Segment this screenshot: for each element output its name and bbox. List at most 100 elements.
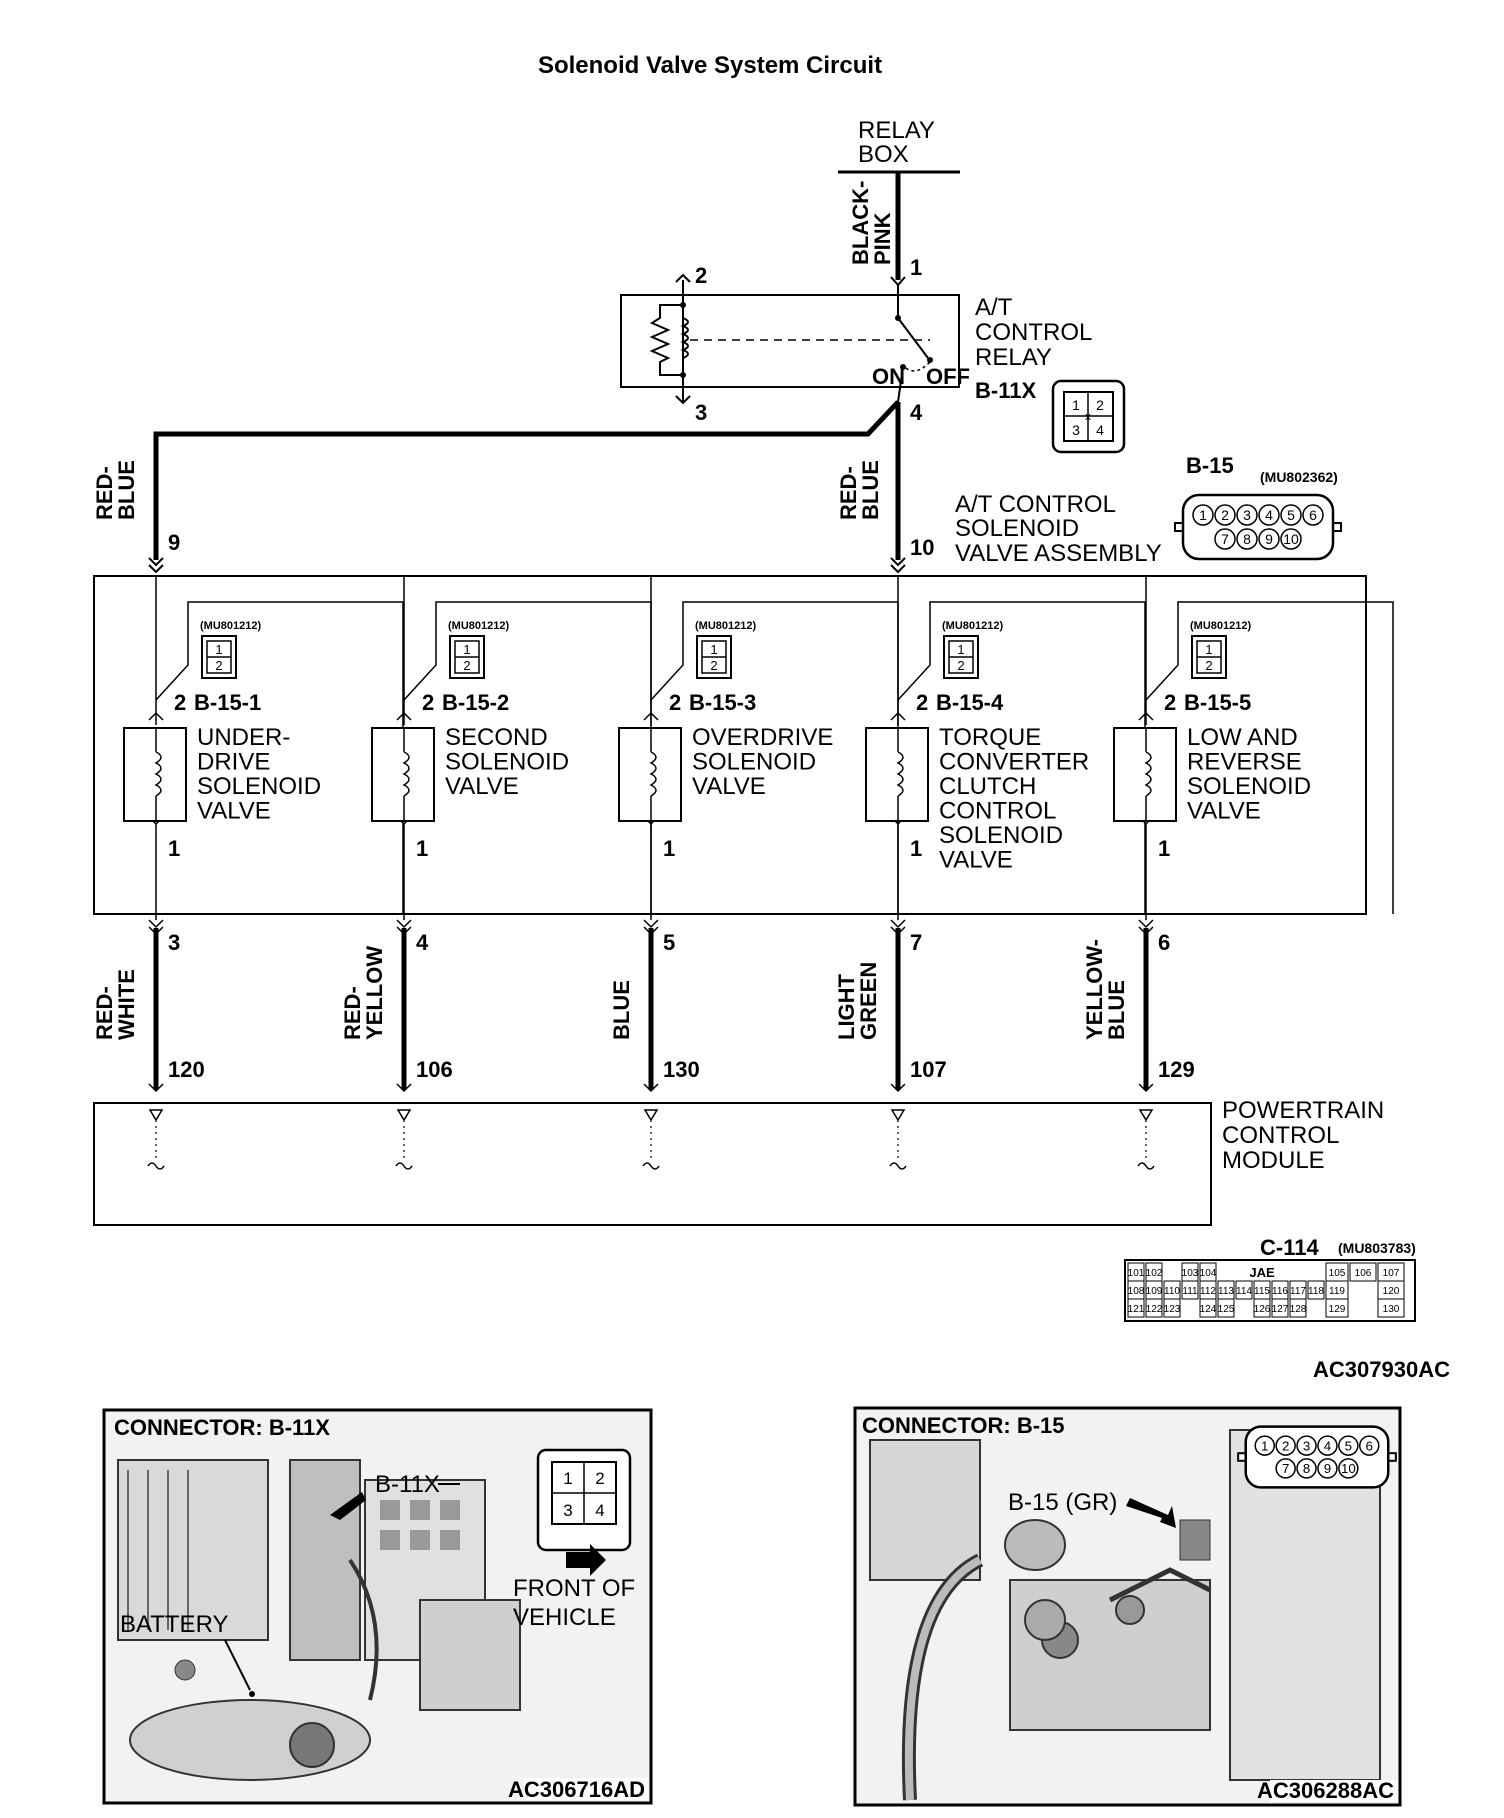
valve-connector-pin: 1: [957, 642, 964, 657]
b15-pin: [1258, 504, 1280, 526]
svg-text:2: 2: [1096, 397, 1104, 413]
relay-pin-3: 3: [695, 400, 707, 425]
valve-pin-top: 2: [916, 690, 928, 715]
c114-cell-label: 116: [1272, 1286, 1288, 1297]
valve-output-pin: 6: [1158, 930, 1170, 955]
b15-pin: [1317, 1458, 1338, 1479]
valve-part-number: (MU801212): [448, 620, 509, 632]
solenoid-coil: [154, 751, 162, 797]
valve-name-line: LOW AND: [1187, 724, 1298, 751]
valve-name-line: VALVE: [692, 773, 766, 800]
valve-pin-top: 2: [174, 690, 186, 715]
solenoid-assembly-box: [93, 575, 1367, 915]
relay-off-label: OFF: [926, 364, 970, 389]
valve-connector-pin: 2: [710, 658, 717, 673]
pcm-name: POWERTRAIN CONTROL MODULE: [1222, 1097, 1384, 1174]
relay-connector-label: B-11X: [975, 378, 1036, 403]
svg-text:VEHICLE: VEHICLE: [513, 1604, 616, 1631]
valve-connector-pin: 1: [215, 642, 222, 657]
b15-part-number: (MU802362): [1260, 469, 1338, 485]
c114-cell: [1199, 1298, 1217, 1318]
b15-pin-label: 7: [1221, 531, 1229, 547]
photo-connector-b11x: CONNECTOR: B-11X B-11X BATTERY 1 2 3 4 F…: [102, 1408, 653, 1805]
svg-text:YELLOW: YELLOW: [362, 946, 387, 1040]
b15-pin: [1359, 1435, 1380, 1456]
b15-pin: [1236, 528, 1258, 550]
valve-connector-pin: 2: [215, 658, 222, 673]
b15-pin-label: 9: [1324, 1461, 1331, 1476]
b15-connector-label: B-15: [1186, 453, 1234, 478]
solenoid-coil-box: [618, 727, 682, 822]
valve-connector-pin: 1: [463, 642, 470, 657]
solenoid-coil: [896, 751, 904, 797]
svg-text:1: 1: [563, 1469, 572, 1488]
valve-wire-color: RED-WHITE: [92, 969, 139, 1040]
c114-cell: [1325, 1298, 1349, 1318]
svg-text:AC306288AC: AC306288AC: [1257, 1778, 1394, 1803]
c114-cell: [1163, 1298, 1181, 1318]
assembly-pin-10: 10: [910, 535, 934, 560]
b15-pin-label: 8: [1303, 1461, 1310, 1476]
c114-cell: [1235, 1280, 1253, 1300]
relay-name-2: CONTROL: [975, 319, 1092, 346]
valve-pin-bottom: 1: [416, 836, 428, 861]
b15-pin: [1338, 1458, 1359, 1479]
svg-text:CONNECTOR: B-15: CONNECTOR: B-15: [862, 1413, 1065, 1438]
solenoid-coil-box: [371, 727, 435, 822]
c114-cell-label: 129: [1329, 1304, 1346, 1315]
c114-cell-label: 125: [1218, 1304, 1235, 1315]
red-blue-wire-left: [153, 400, 900, 560]
valve-pin-bottom: 1: [168, 836, 180, 861]
b15-pin: [1254, 1435, 1275, 1456]
valve-name-line: VALVE: [445, 773, 519, 800]
valve-name-line: CONVERTER: [939, 749, 1089, 776]
pcm-pin-number: 120: [168, 1057, 205, 1082]
svg-text:LIGHT: LIGHT: [834, 973, 859, 1040]
c114-cell-label: 130: [1383, 1304, 1400, 1315]
c114-cell: [1289, 1298, 1307, 1318]
svg-text:2: 2: [595, 1469, 604, 1488]
svg-text:MODULE: MODULE: [1222, 1147, 1325, 1174]
valve-connector-label: B-15-2: [442, 690, 509, 715]
svg-text:AC306716AD: AC306716AD: [508, 1777, 645, 1802]
solenoid-coil: [402, 751, 410, 797]
valve-name-line: VALVE: [1187, 798, 1261, 825]
valve-name-line: VALVE: [197, 798, 271, 825]
svg-text:RED-: RED-: [836, 466, 861, 520]
valve-connector-pin: 1: [1205, 642, 1212, 657]
c114-cell-label: 124: [1200, 1304, 1217, 1315]
valve-output-pin: 4: [416, 930, 429, 955]
valve-name-line: TORQUE: [939, 724, 1041, 751]
c114-cell: [1349, 1262, 1377, 1282]
relay-box: RELAY BOX: [838, 117, 960, 174]
svg-text:RED-: RED-: [92, 986, 117, 1040]
assembly-pin-9: 9: [168, 530, 180, 555]
valve-name-line: DRIVE: [197, 749, 270, 776]
relay-name-1: A/T: [975, 294, 1013, 321]
c114-cell: [1217, 1298, 1235, 1318]
relay-name-3: RELAY: [975, 344, 1052, 371]
b15-pin-label: 5: [1345, 1438, 1352, 1453]
relay-box-label-1: RELAY: [858, 117, 935, 144]
svg-text:B-15 (GR): B-15 (GR): [1008, 1489, 1117, 1516]
relay-pin-4: 4: [910, 400, 923, 425]
valve-connector-pin: 2: [463, 658, 470, 673]
b15-pin: [1302, 504, 1324, 526]
c114-cell-label: 114: [1236, 1286, 1252, 1297]
valve-connector-pin: 1: [710, 642, 717, 657]
valve-pin-bottom: 1: [663, 836, 675, 861]
c114-cell-label: 105: [1329, 1268, 1346, 1279]
valve-pin-bottom: 1: [910, 836, 922, 861]
valve-name-line: SOLENOID: [939, 822, 1063, 849]
b15-pin: [1192, 504, 1214, 526]
b15-pin: [1258, 528, 1280, 550]
valve-part-number: (MU801212): [200, 620, 261, 632]
valve-name-line: VALVE: [939, 847, 1013, 874]
svg-text:YELLOW-: YELLOW-: [1082, 939, 1107, 1040]
b15-pin-label: 3: [1243, 507, 1251, 523]
valve-pin-top: 2: [422, 690, 434, 715]
